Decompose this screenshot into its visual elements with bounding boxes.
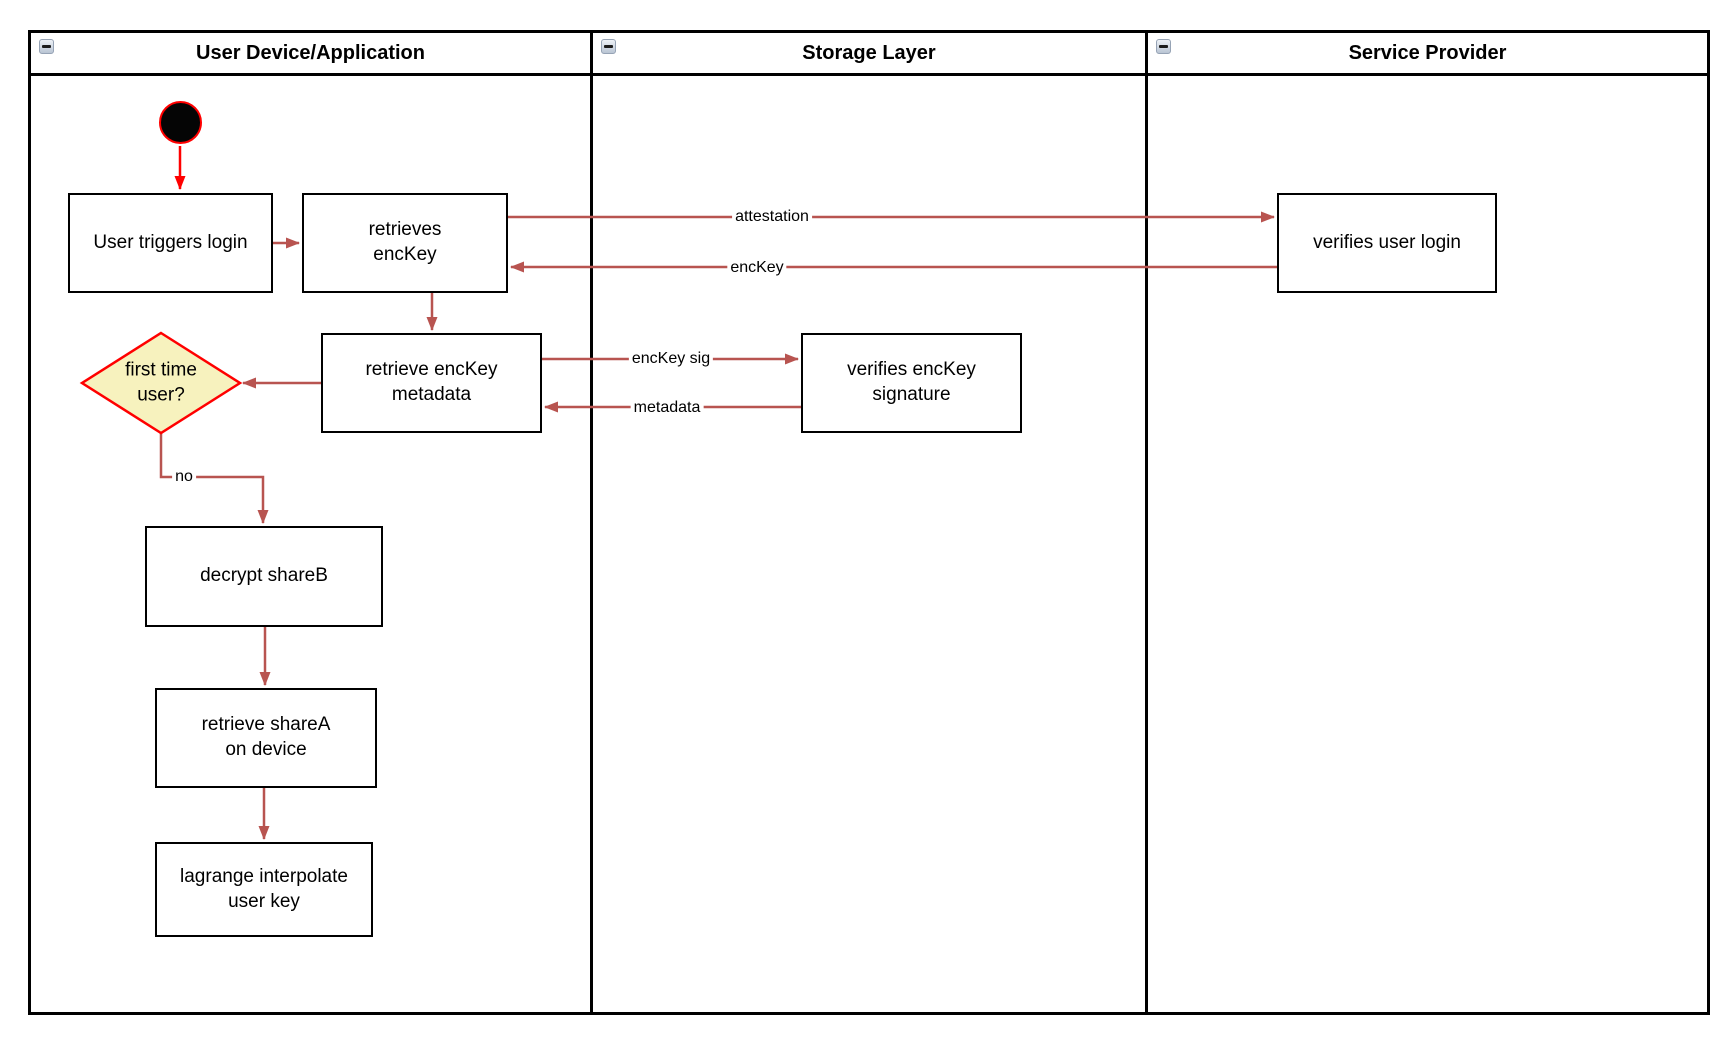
node-label: verifies encKey signature [847, 359, 976, 405]
node-retrieve-sharea[interactable]: retrieve shareA on device [155, 688, 377, 788]
node-lagrange-interpolate[interactable]: lagrange interpolate user key [155, 842, 373, 937]
node-user-triggers-login[interactable]: User triggers login [68, 193, 273, 293]
node-label: decrypt shareB [200, 565, 328, 587]
decision-label: first time user? [125, 359, 197, 405]
collapse-icon[interactable] [601, 39, 616, 54]
collapse-icon[interactable] [39, 39, 54, 54]
node-label: retrieves encKey [368, 219, 442, 265]
start-node[interactable] [159, 101, 202, 144]
edge-label-metadata: metadata [630, 399, 704, 417]
lane-header-storage-layer: Storage Layer [593, 33, 1145, 76]
node-label: retrieve encKey metadata [365, 359, 498, 405]
node-retrieve-enckey-metadata[interactable]: retrieve encKey metadata [321, 333, 542, 433]
collapse-icon[interactable] [1156, 39, 1171, 54]
node-retrieves-enckey[interactable]: retrieves encKey [302, 193, 508, 293]
lane-storage-layer: Storage Layer [593, 33, 1148, 1012]
node-label: retrieve shareA on device [201, 714, 331, 760]
lane-user-device: User Device/Application [31, 33, 593, 1012]
node-label: User triggers login [93, 231, 248, 253]
lane-service-provider: Service Provider [1148, 33, 1707, 1012]
decision-first-time-user[interactable] [79, 331, 243, 435]
edge-label-enckey: encKey [727, 259, 787, 277]
lane-title: User Device/Application [196, 41, 425, 64]
minus-icon [1159, 45, 1168, 48]
node-verifies-enckey-signature[interactable]: verifies encKey signature [801, 333, 1022, 433]
node-label: verifies user login [1313, 231, 1461, 253]
minus-icon [42, 45, 51, 48]
node-decrypt-shareb[interactable]: decrypt shareB [145, 526, 383, 627]
lane-header-service-provider: Service Provider [1148, 33, 1707, 76]
node-label: lagrange interpolate user key [180, 865, 348, 912]
edge-label-attestation: attestation [732, 208, 812, 226]
node-verifies-user-login[interactable]: verifies user login [1277, 193, 1497, 293]
lane-title: Service Provider [1348, 41, 1507, 64]
lane-header-user-device: User Device/Application [31, 33, 590, 76]
edge-decision-no[interactable] [159, 433, 269, 524]
edge-label-enckey-sig: encKey sig [628, 350, 714, 368]
lane-title: Storage Layer [802, 41, 936, 64]
minus-icon [604, 45, 613, 48]
edge-label-no: no [172, 468, 196, 486]
